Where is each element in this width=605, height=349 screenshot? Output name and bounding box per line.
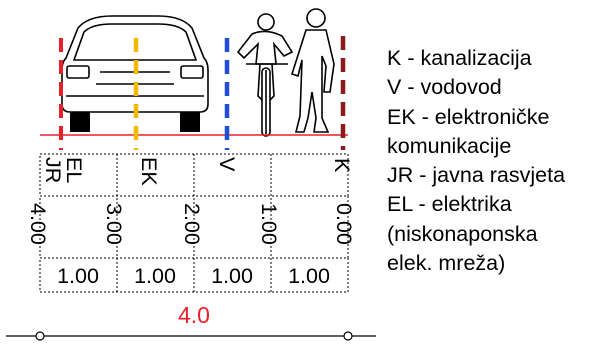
total-width-label: 4.0 — [178, 302, 210, 328]
distance-label: 1.00 — [257, 203, 281, 245]
distance-label: 2.00 — [180, 203, 204, 245]
legend-item-el-cont: (niskonaponska — [387, 221, 538, 246]
width-label: 1.00 — [134, 264, 176, 288]
legend: K - kanalizacija V - vodovod EK - elektr… — [387, 44, 565, 278]
legend-item-el: EL - elektrika — [387, 192, 512, 217]
lane-code-el: EL — [62, 157, 86, 183]
distance-label: 3.00 — [102, 203, 126, 245]
width-label: 1.00 — [57, 264, 99, 288]
legend-item-ek: EK - elektroničke — [387, 104, 550, 129]
dimension-line — [6, 331, 376, 341]
distance-label: 0.00 — [332, 203, 356, 245]
legend-item-v: V - vodovod — [387, 75, 502, 100]
width-label: 1.00 — [288, 264, 330, 288]
lane-code-ek: EK — [137, 157, 161, 186]
legend-item-k: K - kanalizacija — [387, 46, 532, 70]
pedestrian-icon — [290, 8, 335, 133]
distance-label: 4.00 — [26, 203, 50, 245]
legend-item-el-cont2: elek. mreža) — [387, 251, 506, 276]
legend-item-ek-cont: komunikacije — [387, 133, 512, 158]
table-grid — [39, 153, 349, 293]
width-label: 1.00 — [211, 264, 253, 288]
lane-code-jr: JR — [41, 157, 65, 183]
lane-code-v: V — [215, 157, 239, 172]
legend-item-jr: JR - javna rasvjeta — [387, 163, 566, 188]
lane-code-k: K — [330, 158, 354, 173]
cyclist-icon — [236, 13, 294, 137]
